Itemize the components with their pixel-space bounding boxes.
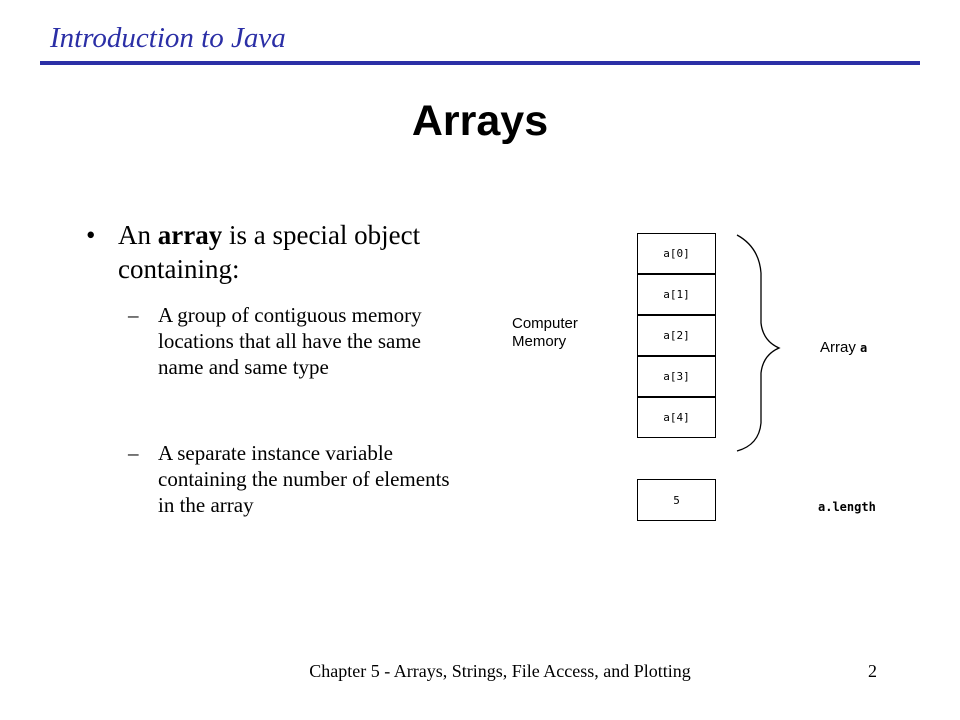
bullet-keyword: array bbox=[157, 220, 223, 250]
page-number: 2 bbox=[868, 661, 877, 681]
array-cell-4: a[4] bbox=[637, 397, 716, 438]
header-divider bbox=[40, 61, 920, 65]
array-cell-2: a[2] bbox=[637, 315, 716, 356]
slide-title: Arrays bbox=[411, 97, 549, 145]
curly-brace-icon bbox=[736, 234, 781, 452]
bullet-text-post: is a special object containing: bbox=[118, 220, 421, 284]
sub-bullet-dash: – bbox=[128, 441, 139, 465]
computer-memory-label: Computer Memory bbox=[512, 315, 578, 350]
array-label-var: a bbox=[860, 341, 868, 355]
bullet-dot: • bbox=[86, 220, 96, 250]
array-cell-3: a[3] bbox=[637, 356, 716, 397]
course-title: Introduction to Java bbox=[50, 22, 286, 54]
array-name-label: Array a bbox=[820, 339, 867, 356]
array-label-text: Array bbox=[820, 339, 856, 356]
array-cell-0: a[0] bbox=[637, 233, 716, 274]
sub-bullet-dash: – bbox=[128, 303, 139, 327]
sub-bullet-text: A group of contiguous memory locations t… bbox=[158, 303, 422, 379]
footer-chapter: Chapter 5 - Arrays, Strings, File Access… bbox=[309, 661, 691, 681]
array-cell-1: a[1] bbox=[637, 274, 716, 315]
main-bullet-text: An array is a special object containing: bbox=[118, 218, 448, 286]
length-property-label: a.length bbox=[818, 500, 876, 514]
sub-bullet-text: A separate instance variable containing … bbox=[158, 441, 450, 517]
bullet-text-pre: An bbox=[118, 220, 158, 250]
length-cell: 5 bbox=[637, 479, 716, 521]
